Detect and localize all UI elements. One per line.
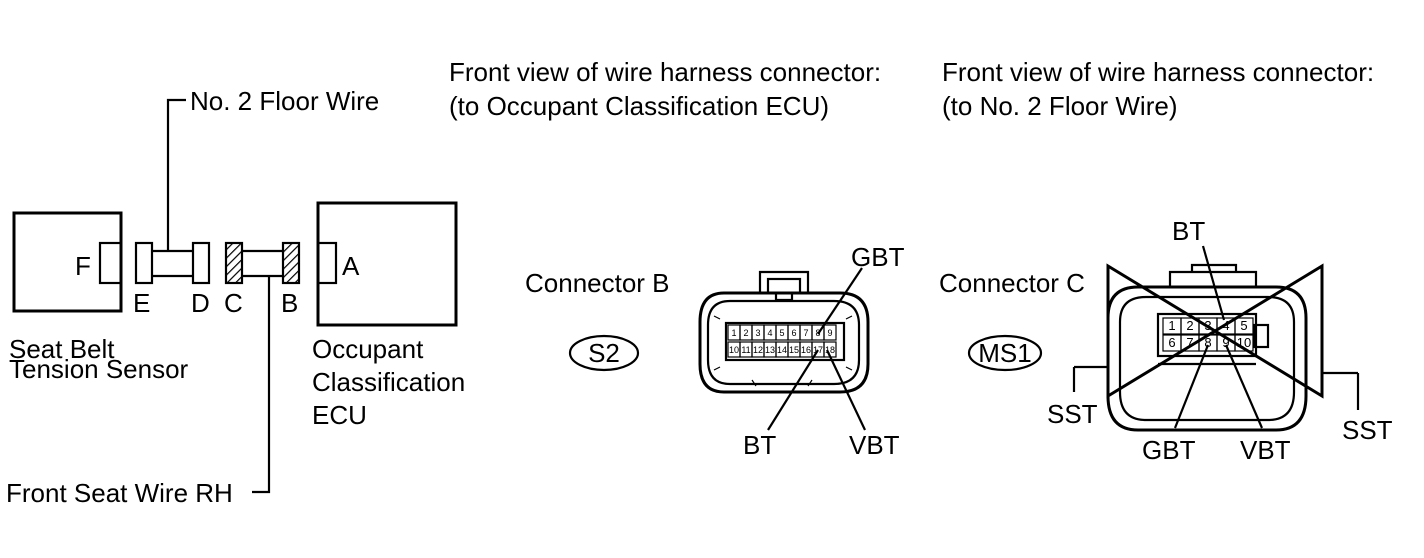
pin-label: 16 bbox=[801, 345, 811, 355]
pin-label: 1 bbox=[731, 328, 736, 338]
connector-d bbox=[191, 241, 211, 285]
pin-label: 8 bbox=[1204, 335, 1211, 350]
ecu-connector-a bbox=[316, 241, 338, 285]
pin-label: 14 bbox=[777, 345, 787, 355]
pin-label: 2 bbox=[743, 328, 748, 338]
connector-b-view: Connector B S2 1 2 3 4 5 6 7 bbox=[525, 242, 905, 460]
ecu-label-line3: ECU bbox=[312, 400, 367, 430]
pin-label: 15 bbox=[789, 345, 799, 355]
connector-c-gbt-label: GBT bbox=[1142, 435, 1196, 465]
connector-b-vbt-label: VBT bbox=[849, 430, 900, 460]
connector-b-pin-row-top: 1 2 3 4 5 6 7 8 9 bbox=[727, 324, 837, 341]
connector-c-latch-top bbox=[1190, 263, 1238, 272]
connector-b-latch bbox=[758, 270, 810, 293]
connector-c-gbt-leader bbox=[1173, 344, 1210, 429]
wiring-schematic: No. 2 Floor Wire F Seat Belt Tension Sen… bbox=[6, 86, 465, 508]
connector-c-pin-row-bottom: 6 7 8 9 10 bbox=[1162, 334, 1254, 352]
sensor-connector-f bbox=[98, 241, 123, 285]
ecu-connector-label: A bbox=[342, 251, 360, 281]
header-right-line2: (to No. 2 Floor Wire) bbox=[942, 91, 1178, 121]
sensor-label-line1: Seat Belt bbox=[9, 334, 115, 364]
pin-label: 9 bbox=[827, 328, 832, 338]
connector-c-code: MS1 bbox=[978, 338, 1031, 368]
pin-label: 3 bbox=[755, 328, 760, 338]
pin-label: 6 bbox=[791, 328, 796, 338]
connector-c-housing-inner bbox=[1118, 295, 1296, 422]
pin-label: 13 bbox=[765, 345, 775, 355]
header-left-line1: Front view of wire harness connector: bbox=[449, 57, 881, 87]
header-right-line1: Front view of wire harness connector: bbox=[942, 57, 1374, 87]
connector-b-code-ellipse bbox=[568, 334, 640, 372]
connector-c-label: C bbox=[224, 288, 243, 318]
connector-e bbox=[134, 241, 154, 285]
seat-wire-label: Front Seat Wire RH bbox=[6, 478, 233, 508]
pin-label: 1 bbox=[1168, 318, 1175, 333]
connector-b-vbt-leader bbox=[826, 349, 866, 431]
connector-c-latch bbox=[1168, 270, 1258, 287]
connector-b-housing bbox=[698, 291, 870, 394]
pin-label: 5 bbox=[779, 328, 784, 338]
connector-c-vbt-label: VBT bbox=[1240, 435, 1291, 465]
connector-b-code: S2 bbox=[588, 338, 620, 368]
floor-wire-label: No. 2 Floor Wire bbox=[190, 86, 379, 116]
connector-c-view: Connector C MS1 1 2 3 4 5 6 7 8 9 10 bbox=[939, 216, 1393, 465]
connector-b bbox=[281, 241, 301, 285]
connector-c bbox=[224, 241, 244, 285]
connector-c-key bbox=[1252, 323, 1270, 349]
connector-c-bt-label: BT bbox=[1172, 216, 1205, 246]
sensor-label-line2: Tension Sensor bbox=[9, 354, 189, 384]
connector-b-label: B bbox=[281, 288, 298, 318]
connector-b-bt-leader bbox=[767, 349, 819, 431]
connector-b-pin-frame bbox=[724, 321, 846, 362]
pin-label: 11 bbox=[741, 345, 750, 355]
pin-label: 2 bbox=[1186, 318, 1193, 333]
pin-label: 5 bbox=[1240, 318, 1247, 333]
ecu-label-line2: Classification bbox=[312, 367, 465, 397]
connector-c-vbt-leader bbox=[1224, 344, 1264, 429]
header-left-line2: (to Occupant Classification ECU) bbox=[449, 91, 829, 121]
connector-c-bt-leader bbox=[1201, 245, 1226, 321]
connector-c-title: Connector C bbox=[939, 268, 1085, 298]
pin-label: 9 bbox=[1222, 335, 1229, 350]
connector-e-label: E bbox=[133, 288, 150, 318]
connector-b-title: Connector B bbox=[525, 268, 670, 298]
sst-right-label: SST bbox=[1342, 415, 1393, 445]
connector-b-housing-inner bbox=[706, 299, 861, 386]
connector-b-pin-row-bottom: 10 11 12 13 14 15 16 17 18 bbox=[727, 341, 837, 358]
occupant-classification-ecu-box bbox=[316, 201, 458, 327]
pin-label: 18 bbox=[825, 345, 835, 355]
seat-wire-leader bbox=[252, 276, 271, 494]
connector-b-gbt-leader bbox=[817, 267, 863, 335]
sst-left-label: SST bbox=[1047, 399, 1098, 429]
connector-b-latch-tab bbox=[774, 293, 794, 302]
header-right: Front view of wire harness connector: (t… bbox=[942, 57, 1374, 121]
connector-b-bt-label: BT bbox=[743, 430, 776, 460]
connector-b-ticks bbox=[713, 315, 853, 387]
ecu-label-line1: Occupant bbox=[312, 334, 424, 364]
header-left: Front view of wire harness connector: (t… bbox=[449, 57, 881, 121]
connector-b-gbt-label: GBT bbox=[851, 242, 905, 272]
pin-label: 7 bbox=[803, 328, 808, 338]
connector-b-latch-window bbox=[766, 277, 802, 295]
sst-cross bbox=[1106, 263, 1324, 399]
pin-label: 12 bbox=[753, 345, 763, 355]
pin-label: 4 bbox=[767, 328, 772, 338]
floor-wire-leader bbox=[166, 98, 186, 250]
connector-c-code-ellipse bbox=[967, 334, 1043, 372]
connector-c-pin-frame bbox=[1156, 312, 1258, 358]
pin-label: 10 bbox=[729, 345, 739, 355]
seat-belt-tension-sensor-box bbox=[12, 211, 123, 313]
connector-c-housing bbox=[1106, 285, 1308, 432]
connector-d-label: D bbox=[191, 288, 210, 318]
pin-label: 6 bbox=[1168, 335, 1175, 350]
sensor-connector-label: F bbox=[75, 251, 91, 281]
pin-label: 7 bbox=[1186, 335, 1193, 350]
